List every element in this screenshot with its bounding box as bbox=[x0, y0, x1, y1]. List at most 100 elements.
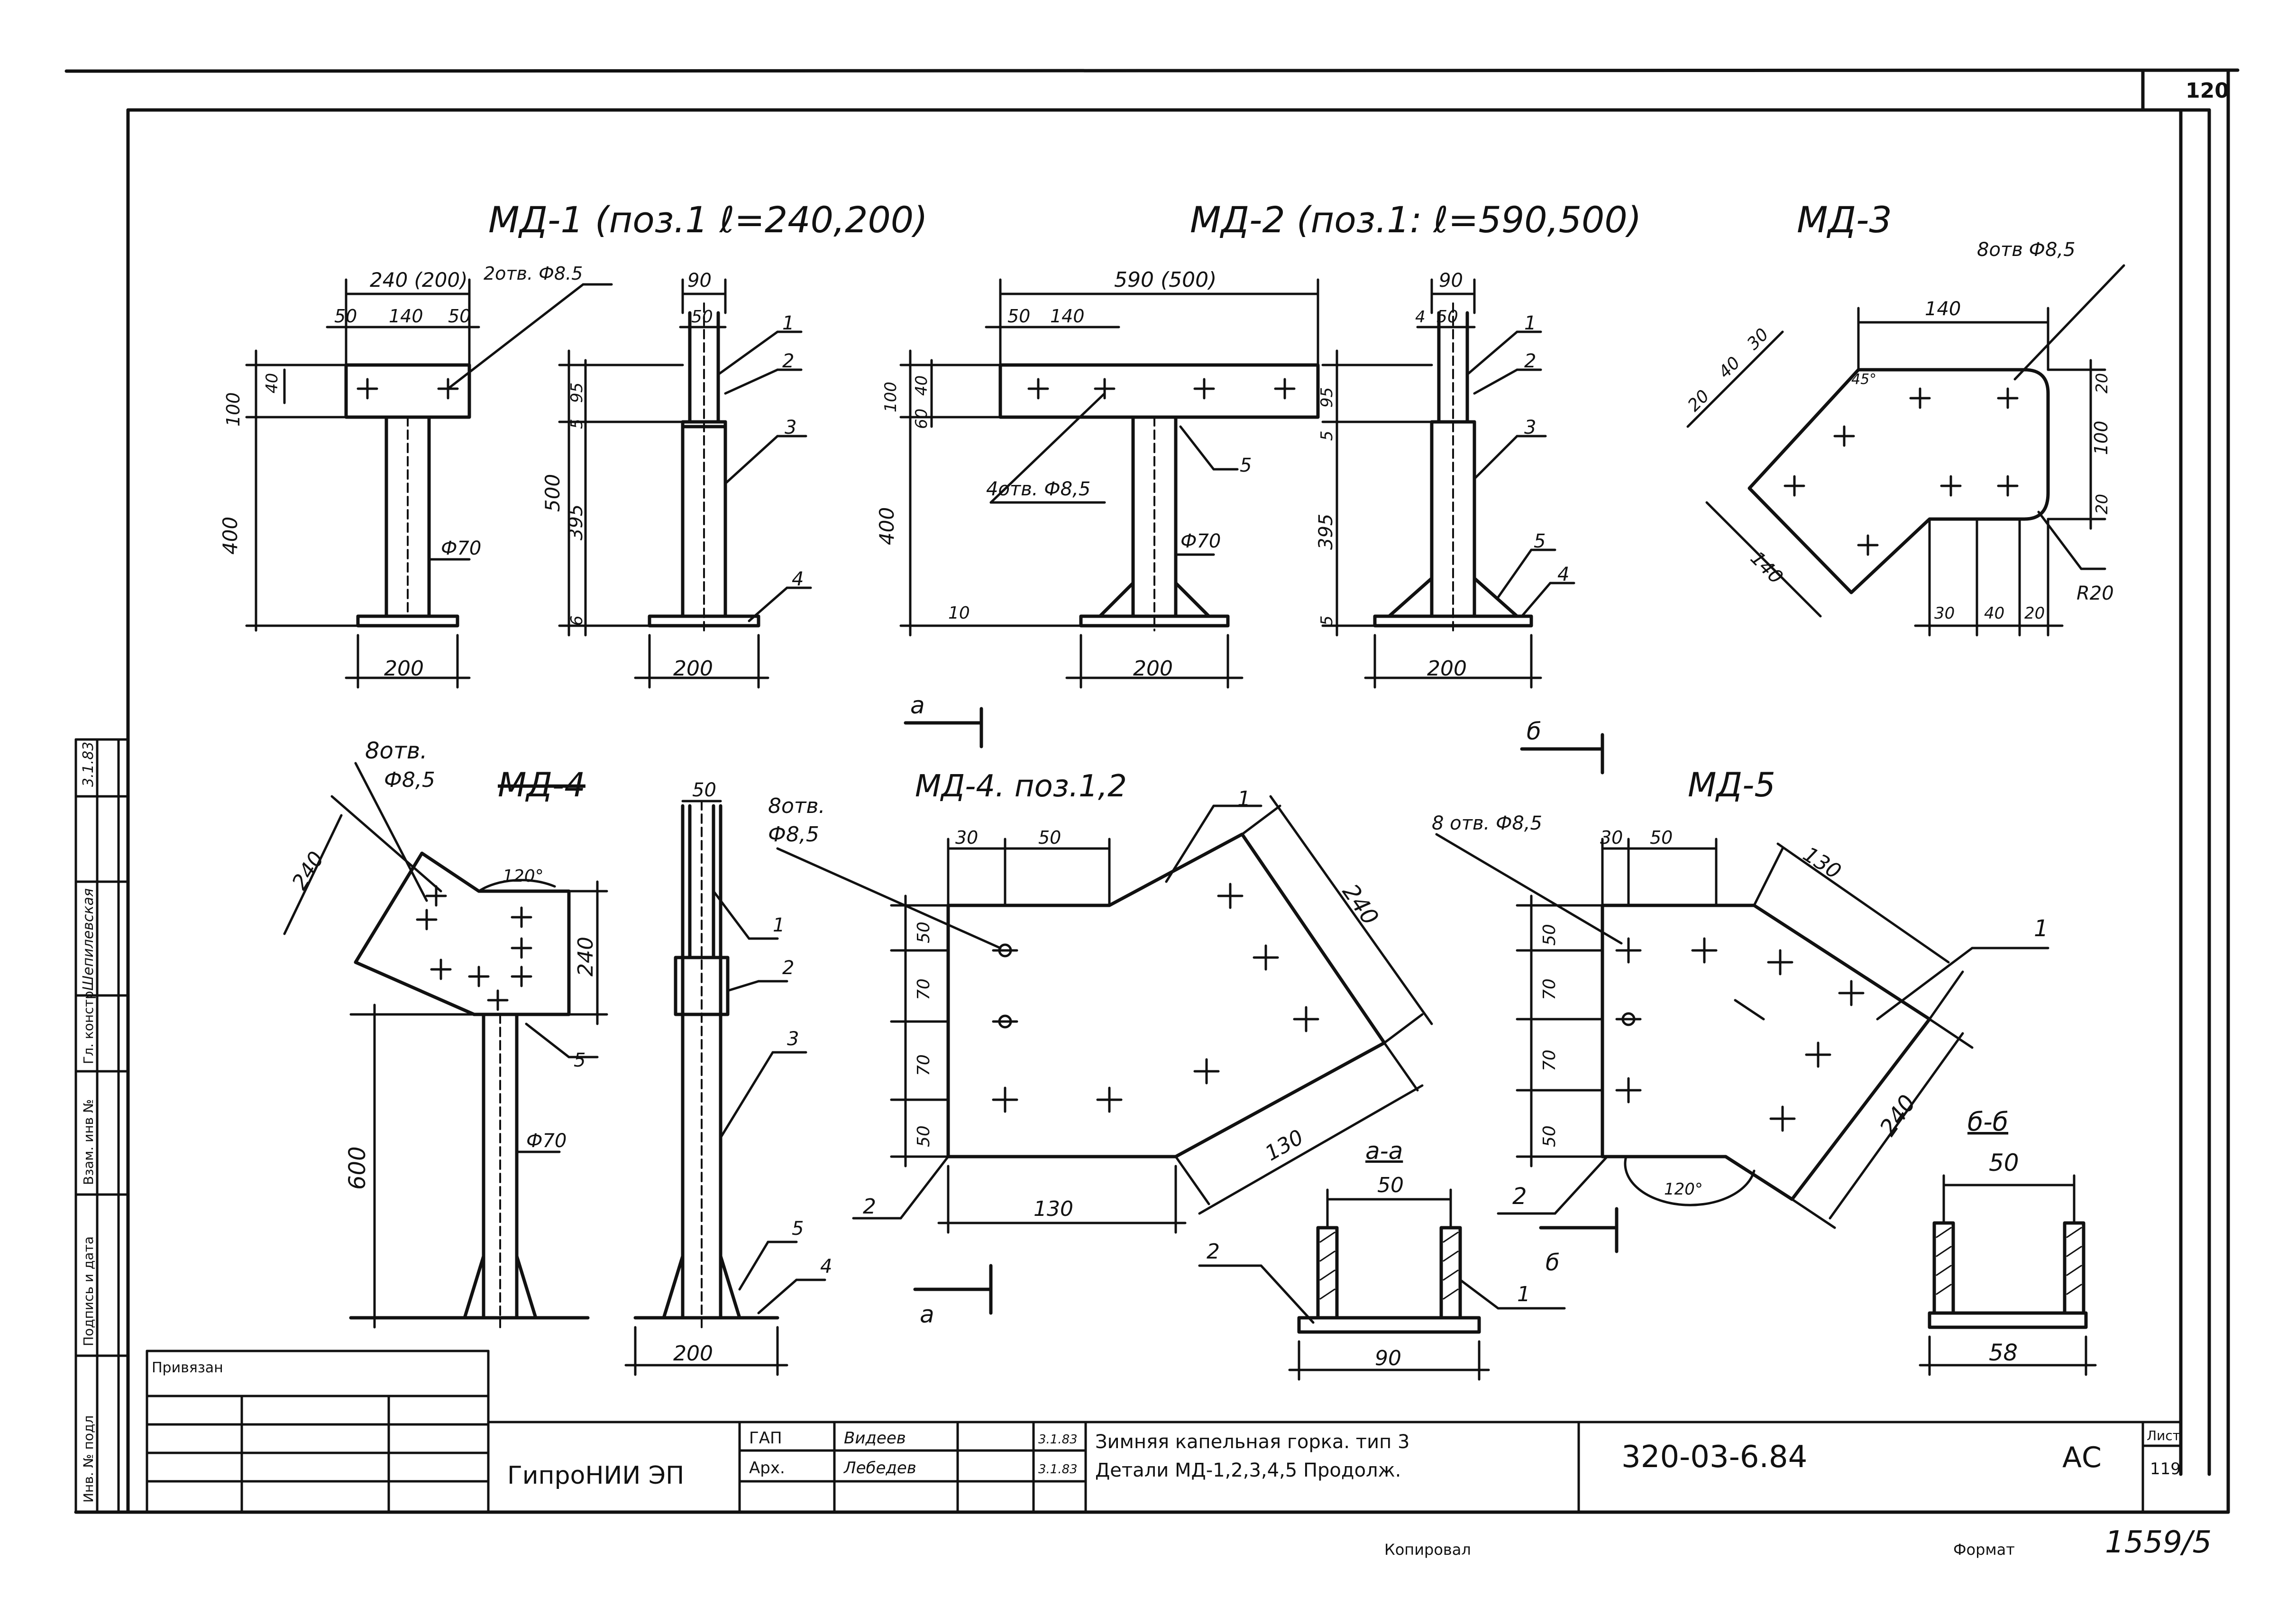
md2-callout-4: 4 bbox=[1557, 564, 1569, 585]
md1-callout-3: 3 bbox=[785, 417, 796, 438]
md4pos-section-callout-1: 1 bbox=[1517, 1282, 1530, 1306]
md2-callout-3: 3 bbox=[1524, 417, 1536, 438]
md2-side-dim-395: 395 bbox=[1315, 514, 1337, 550]
md4-side-dim-50: 50 bbox=[692, 779, 716, 801]
md2-dim-140: 140 bbox=[1050, 306, 1085, 327]
md2-dim-base: 200 bbox=[1133, 657, 1173, 681]
md2-section-b: б bbox=[1527, 718, 1541, 745]
detail-md2: МД-2 (поз.1: ℓ=590,500) 59 bbox=[875, 199, 1641, 775]
detail-md4-pos: МД-4. поз.1,2 8отв. Ф8,5 bbox=[768, 769, 1566, 1381]
md1-side-dim-90: 90 bbox=[687, 270, 712, 292]
md3-dim-30b: 30 bbox=[1934, 604, 1955, 623]
md2-dim-40: 40 bbox=[912, 375, 931, 396]
md1-callout-1: 1 bbox=[782, 312, 794, 334]
md3-dim-100: 100 bbox=[2091, 420, 2112, 455]
md1-dim-400: 400 bbox=[219, 517, 242, 555]
md4pos-title: МД-4. поз.1,2 bbox=[915, 769, 1127, 804]
md5-section-label: б bbox=[1546, 1250, 1560, 1276]
md4pos-section-callout-2: 2 bbox=[1207, 1240, 1220, 1264]
md2-side-dim-95: 95 bbox=[1317, 387, 1336, 408]
md5-section-dim-58: 58 bbox=[1989, 1340, 2018, 1366]
md2-section-a: а bbox=[910, 692, 925, 719]
md2-callout-5a: 5 bbox=[1240, 455, 1252, 476]
md1-dim-40: 40 bbox=[263, 373, 282, 393]
md3-dim-140: 140 bbox=[1925, 298, 1961, 320]
md5-section-title: б-б bbox=[1967, 1107, 2008, 1137]
md4-title: МД-4 bbox=[498, 766, 585, 804]
stamp-chief-name: Шепилевская bbox=[80, 888, 97, 991]
md1-side-dim-395: 395 bbox=[565, 504, 587, 540]
md2-callout-1: 1 bbox=[1524, 312, 1536, 334]
md3-radius: R20 bbox=[2076, 583, 2114, 604]
md4-callout-2: 2 bbox=[782, 957, 794, 979]
md5-callout-2: 2 bbox=[1512, 1183, 1527, 1210]
md3-hole-note: 8отв Ф8,5 bbox=[1977, 239, 2076, 261]
title-block: Привязан ГипроНИИ ЭП ГАП Арх. Видеев Леб… bbox=[146, 1350, 2212, 1560]
md2-dim-50: 50 bbox=[1007, 306, 1030, 327]
md3-dim-40b: 40 bbox=[1984, 604, 2004, 623]
md4-callout-5: 5 bbox=[574, 1049, 585, 1071]
md4-note-1: 8отв. bbox=[365, 738, 427, 764]
md2-side-dim-50: 50 bbox=[1436, 307, 1458, 327]
md4-dim-phi70: Ф70 bbox=[526, 1130, 567, 1152]
detail-md3: МД-3 8отв Ф8,5 140 30 40 20 bbox=[1684, 199, 2125, 637]
md5-hole-note: 8 отв. Ф8,5 bbox=[1432, 812, 1542, 834]
md2-callout-2: 2 bbox=[1524, 350, 1536, 372]
md4pos-dim-50a: 50 bbox=[914, 921, 933, 943]
title-line-2: Детали МД-1,2,3,4,5 Продолж. bbox=[1095, 1460, 1401, 1481]
stamp-replace-label: Взам. инв № bbox=[81, 1099, 96, 1185]
md2-dim-100: 100 bbox=[881, 382, 900, 412]
md3-dim-20b: 20 bbox=[2024, 604, 2045, 623]
md4pos-dim-240: 240 bbox=[1337, 879, 1383, 930]
md5-dim-70a: 70 bbox=[1540, 978, 1559, 1000]
md1-callout-4: 4 bbox=[792, 568, 804, 590]
binding-label: Привязан bbox=[152, 1359, 223, 1376]
md4pos-callout-1: 1 bbox=[1237, 787, 1251, 811]
md4pos-note-1: 8отв. bbox=[768, 794, 825, 818]
md2-dim-10: 10 bbox=[948, 603, 970, 623]
md4pos-dim-50: 50 bbox=[1038, 827, 1061, 848]
md1-dim-width: 240 (200) bbox=[370, 268, 467, 292]
md1-dim-50a: 50 bbox=[334, 306, 357, 327]
md2-hole-note: 4отв. Ф8,5 bbox=[986, 478, 1090, 500]
sheet-number: 119 bbox=[2150, 1460, 2181, 1478]
md1-dim-base: 200 bbox=[384, 657, 424, 681]
date-arch: 3.1.83 bbox=[1038, 1462, 1078, 1477]
md4-dim-120deg: 120° bbox=[503, 867, 544, 886]
md5-title: МД-5 bbox=[1688, 766, 1775, 804]
md4pos-dim-30: 30 bbox=[955, 827, 978, 848]
name-arch: Лебедев bbox=[843, 1459, 916, 1478]
date-gap: 3.1.83 bbox=[1038, 1432, 1078, 1447]
md1-side-dim-95: 95 bbox=[567, 383, 586, 403]
md3-dim-40: 40 bbox=[1715, 353, 1744, 382]
md2-dim-width: 590 (500) bbox=[1114, 268, 1217, 292]
md1-side-dim-50: 50 bbox=[691, 307, 713, 327]
md1-dim-140: 140 bbox=[389, 306, 423, 327]
detail-md1: МД-1 (поз.1 ℓ=240,200) 240 (200) 50 bbox=[219, 199, 928, 689]
md4-callout-5b: 5 bbox=[792, 1218, 804, 1240]
role-gap: ГАП bbox=[749, 1429, 782, 1448]
md1-dim-50b: 50 bbox=[448, 306, 471, 327]
md3-title: МД-3 bbox=[1797, 199, 1892, 241]
md4-callout-4: 4 bbox=[820, 1256, 832, 1277]
md2-side-dim-5a: 5 bbox=[1317, 430, 1336, 441]
md2-side-dim-90: 90 bbox=[1439, 270, 1463, 292]
md3-angle: 45° bbox=[1851, 371, 1876, 388]
md1-side-dim-5: 5 bbox=[567, 419, 586, 429]
md1-dim-100: 100 bbox=[223, 392, 244, 427]
archive-number: 1559/5 bbox=[2105, 1525, 2212, 1560]
stage: АС bbox=[2062, 1441, 2102, 1474]
md5-callout-1: 1 bbox=[2034, 915, 2049, 942]
md5-dim-130: 130 bbox=[1799, 842, 1845, 884]
md4pos-dim-70b: 70 bbox=[914, 1054, 933, 1076]
organization: ГипроНИИ ЭП bbox=[507, 1461, 684, 1490]
md2-side-dim-200: 200 bbox=[1427, 657, 1467, 681]
format-label: Формат bbox=[1953, 1541, 2015, 1559]
md4pos-note-2: Ф8,5 bbox=[768, 822, 819, 847]
md4pos-section-dim-90: 90 bbox=[1375, 1346, 1401, 1370]
md4pos-dim-50b: 50 bbox=[914, 1125, 933, 1147]
md4-dim-240: 240 bbox=[574, 937, 598, 976]
md3-dim-20-top: 20 bbox=[2093, 373, 2112, 393]
